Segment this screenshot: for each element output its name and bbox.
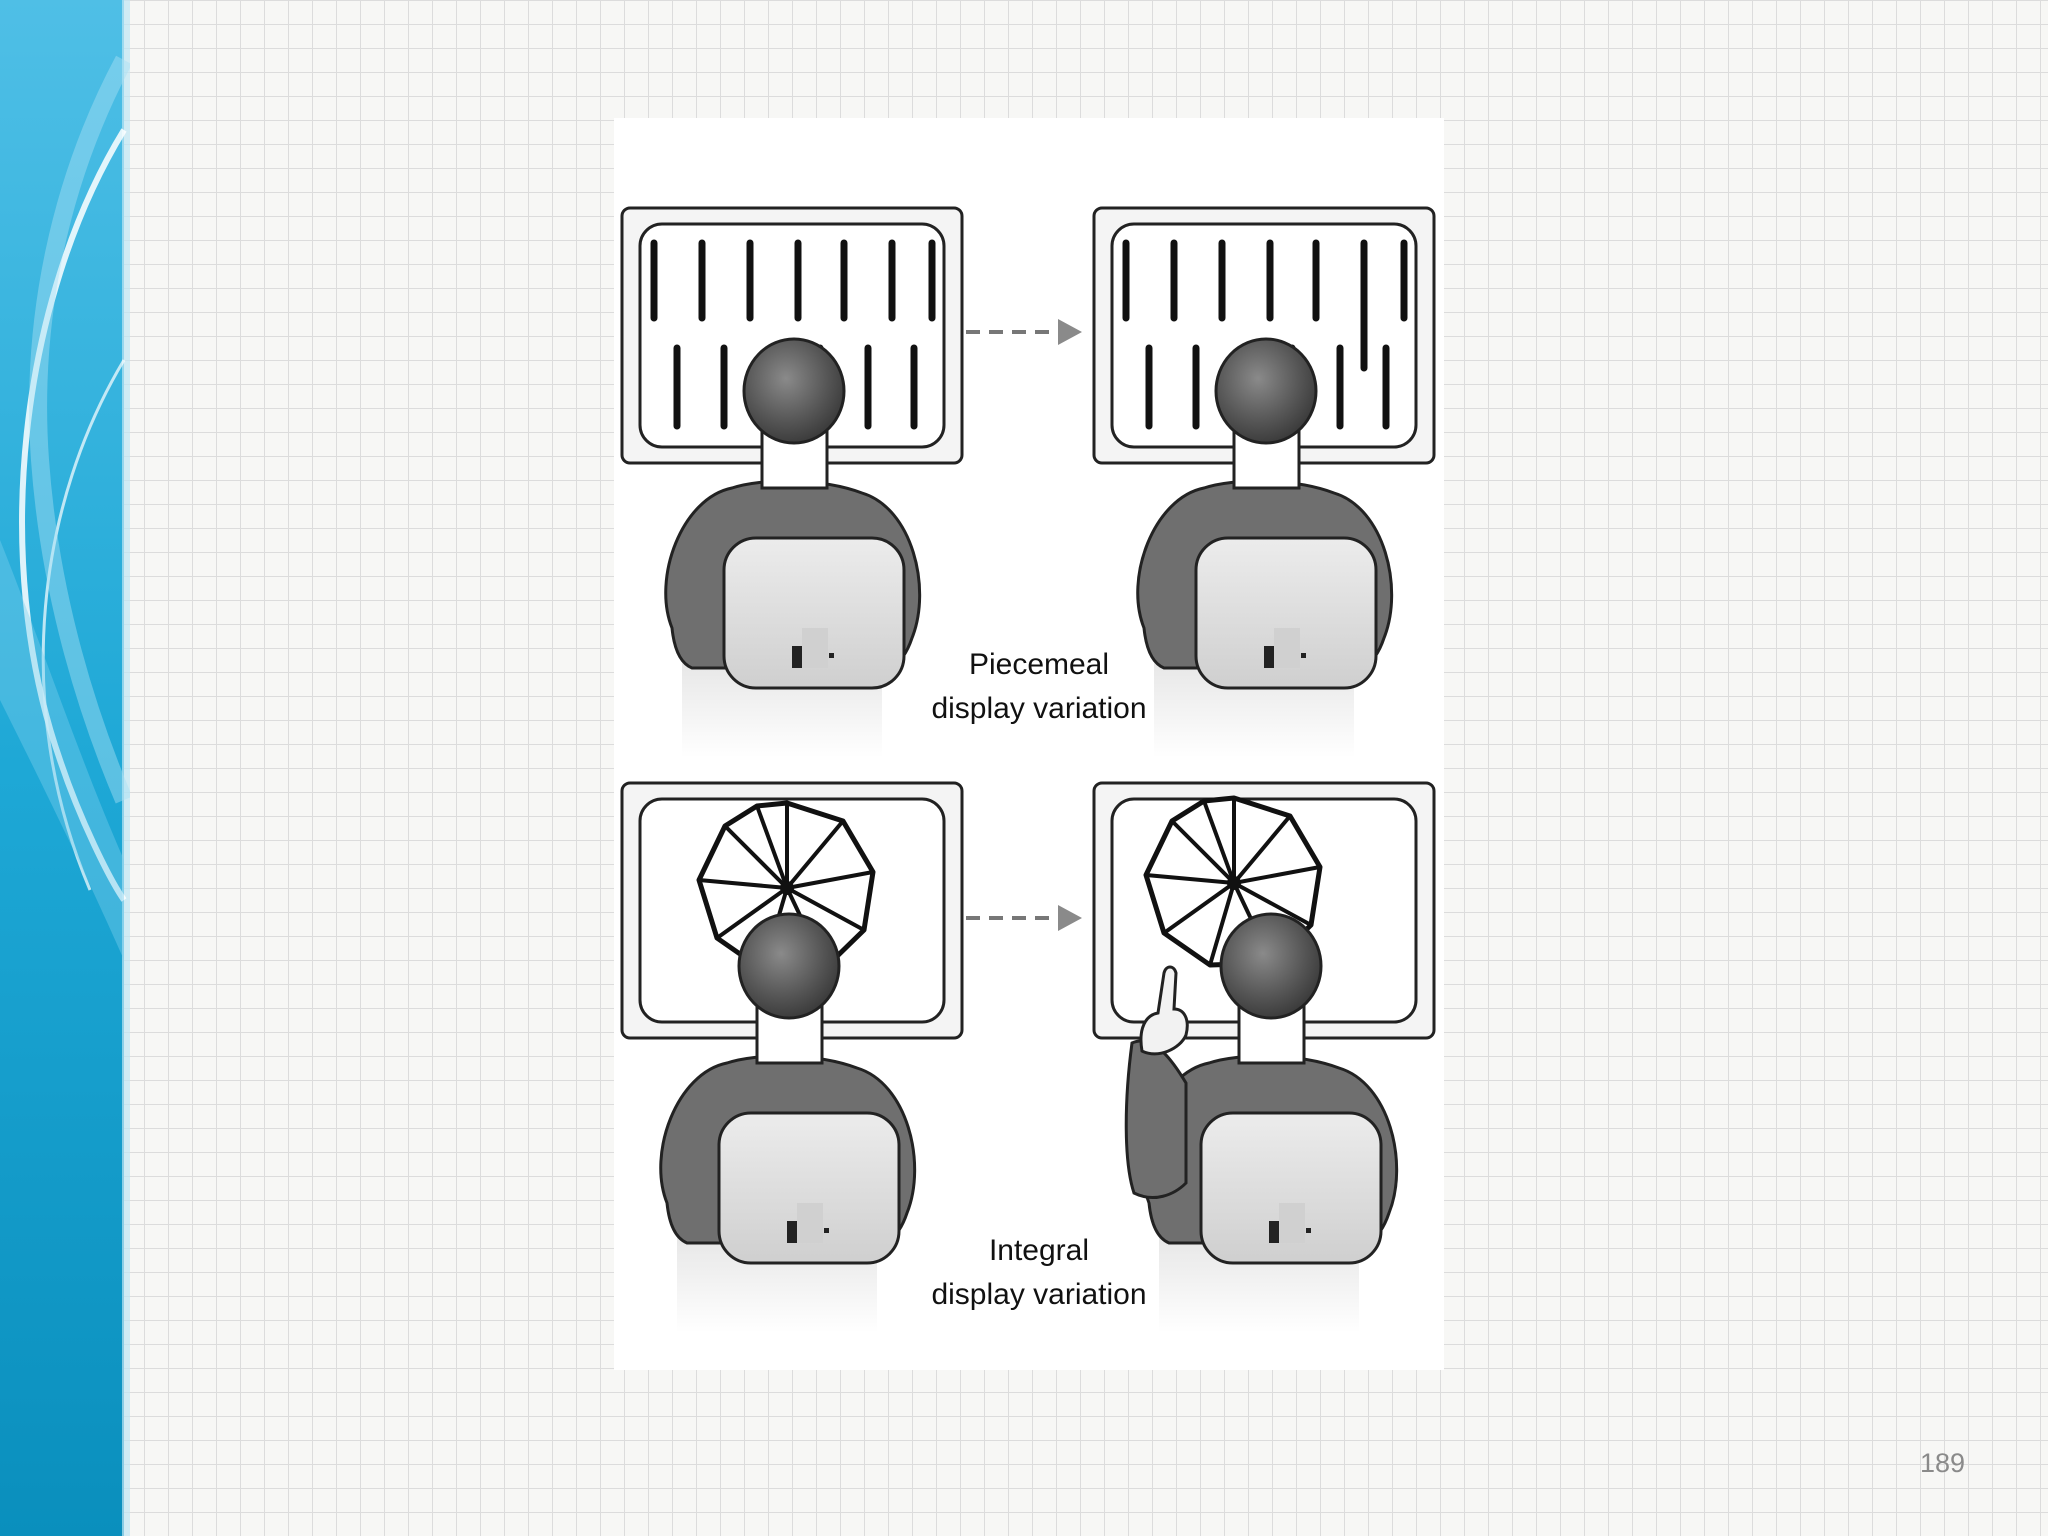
illustration: Piecemeal display variation Integral dis…	[620, 206, 1436, 1335]
piecemeal-caption-line1: Piecemeal	[969, 648, 1109, 681]
piecemeal-arrow	[966, 319, 1082, 345]
side-accent-band	[0, 0, 130, 1536]
page-number: 189	[1919, 1448, 1965, 1478]
integral-before-station	[620, 781, 964, 1335]
piecemeal-before-station	[620, 206, 964, 760]
piecemeal-after-station	[1092, 206, 1436, 760]
piecemeal-caption-line2: display variation	[931, 692, 1146, 725]
integral-after-station	[1092, 781, 1436, 1335]
integral-caption-line1: Integral	[989, 1234, 1089, 1267]
integral-caption-line2: display variation	[931, 1278, 1146, 1311]
integral-arrow	[966, 905, 1082, 931]
display-variation-figure: Piecemeal display variation Integral dis…	[614, 118, 1444, 1370]
